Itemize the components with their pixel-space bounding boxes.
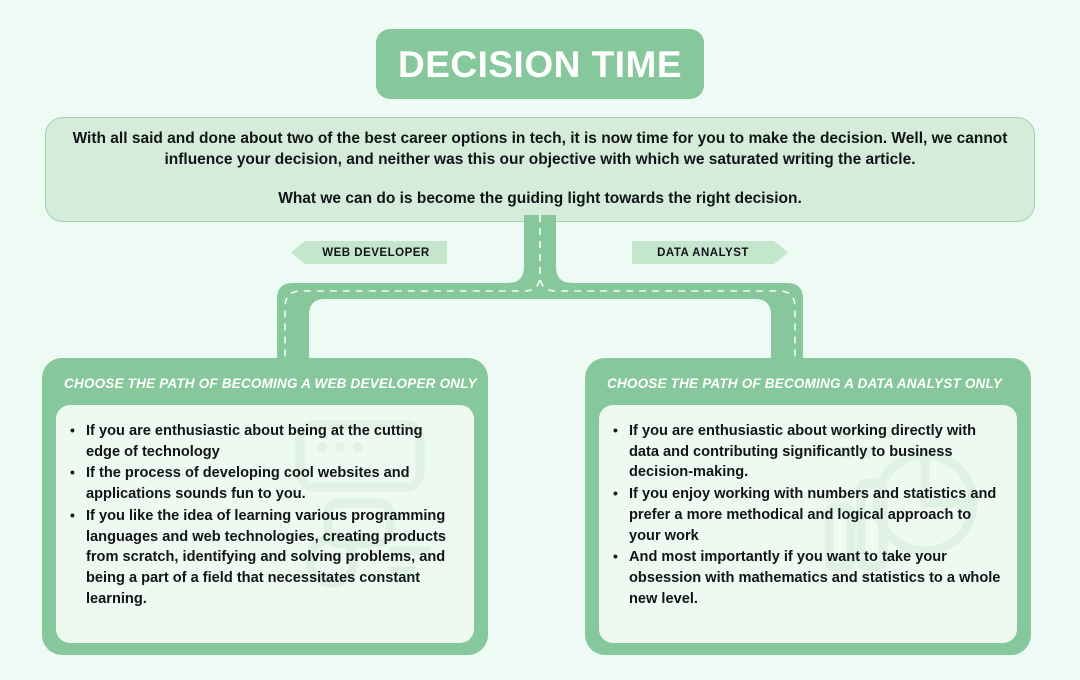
road-centre-line-right xyxy=(539,215,796,375)
bullet-list-data-analyst: If you are enthusiastic about working di… xyxy=(599,405,1017,609)
road-fork-icon xyxy=(277,215,803,375)
title-box: DECISION TIME xyxy=(376,29,704,99)
list-item: And most importantly if you want to take… xyxy=(613,547,1001,609)
list-item: If you are enthusiastic about working di… xyxy=(613,421,1001,483)
card-web-developer: CHOOSE THE PATH OF BECOMING A WEB DEVELO… xyxy=(42,358,488,655)
list-item: If you are enthusiastic about being at t… xyxy=(70,421,458,462)
description-paragraph-2: What we can do is become the guiding lig… xyxy=(278,189,802,207)
banner-data-analyst-label: DATA ANALYST xyxy=(657,246,749,259)
list-item: If you like the idea of learning various… xyxy=(70,506,458,610)
bullet-list-web-developer: If you are enthusiastic about being at t… xyxy=(56,405,474,609)
card-data-analyst: CHOOSE THE PATH OF BECOMING A DATA ANALY… xyxy=(585,358,1031,655)
banner-web-developer[interactable]: WEB DEVELOPER xyxy=(291,241,447,264)
card-web-developer-header: CHOOSE THE PATH OF BECOMING A WEB DEVELO… xyxy=(64,376,477,391)
card-web-developer-body: If you are enthusiastic about being at t… xyxy=(56,405,474,643)
road-fillet-left xyxy=(508,267,524,283)
list-item: If you enjoy working with numbers and st… xyxy=(613,484,1001,546)
card-data-analyst-body: If you are enthusiastic about working di… xyxy=(599,405,1017,643)
description-paragraph-1: With all said and done about two of the … xyxy=(72,130,1008,169)
card-data-analyst-header: CHOOSE THE PATH OF BECOMING A DATA ANALY… xyxy=(607,376,1003,391)
banner-data-analyst[interactable]: DATA ANALYST xyxy=(632,241,788,264)
road-fillet-right xyxy=(556,267,572,283)
description-panel: With all said and done about two of the … xyxy=(45,117,1035,222)
road-centre-line-left xyxy=(284,215,541,375)
page-title: DECISION TIME xyxy=(397,43,683,85)
road-surface xyxy=(277,215,803,375)
list-item: If the process of developing cool websit… xyxy=(70,463,458,504)
banner-web-developer-label: WEB DEVELOPER xyxy=(322,246,430,259)
